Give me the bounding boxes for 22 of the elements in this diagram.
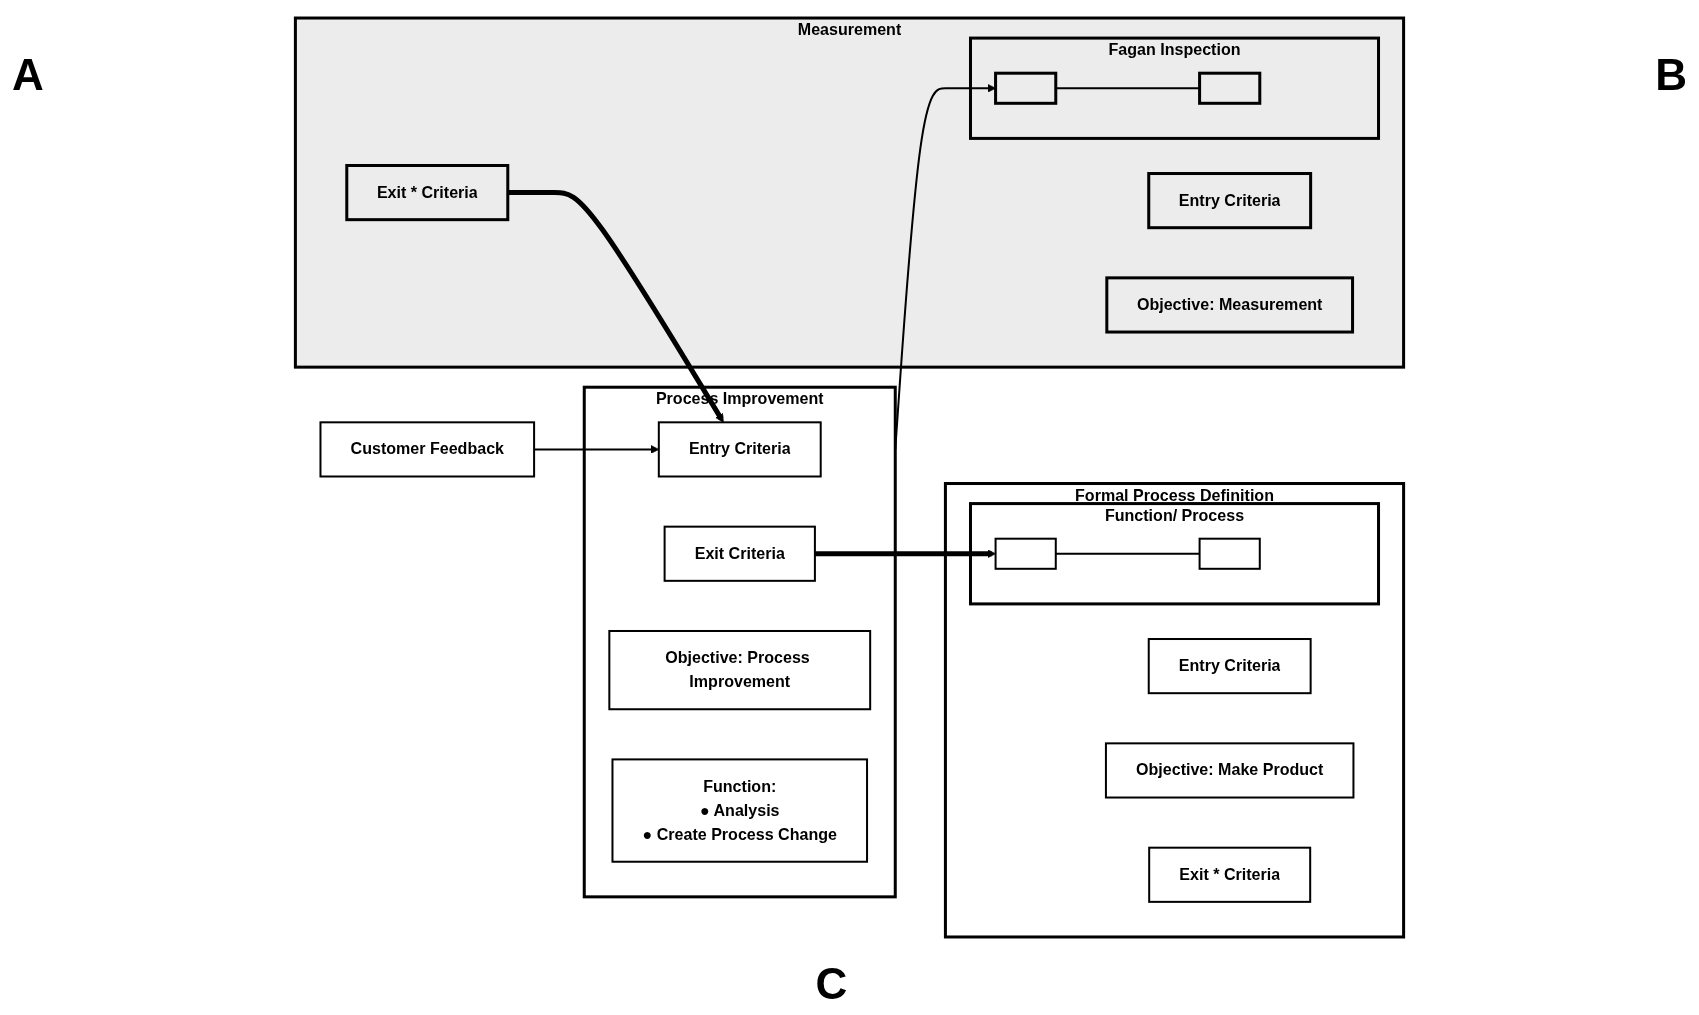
arrow [814,549,996,559]
node-box: Entry Criteria [1147,172,1313,230]
node-box: Entry Criteria [1147,638,1312,695]
connector [1055,552,1200,555]
node-box [1198,537,1261,570]
node-box: Entry Criteria [657,421,822,478]
node-box: Function: ● Analysis ● Create Process Change [611,758,869,863]
node-box: Objective: Process Improvement [608,630,872,711]
node-box: Customer Feedback [319,421,536,478]
node-box [994,71,1058,105]
cluster: Fagan Inspection [969,36,1381,140]
panel-letter: C [815,959,848,1009]
node-box: Exit * Criteria [1148,846,1312,903]
node-box: Exit Criteria [663,525,816,582]
panel-letter: A [12,50,44,100]
panel-letter: B [1655,50,1687,100]
node-box [994,537,1057,570]
node-box [1198,71,1262,105]
cluster: Function/ Process [969,502,1381,606]
node-box: Exit * Criteria [345,164,510,222]
node-box: Objective: Make Product [1104,742,1355,799]
node-box: Objective: Measurement [1105,276,1355,334]
